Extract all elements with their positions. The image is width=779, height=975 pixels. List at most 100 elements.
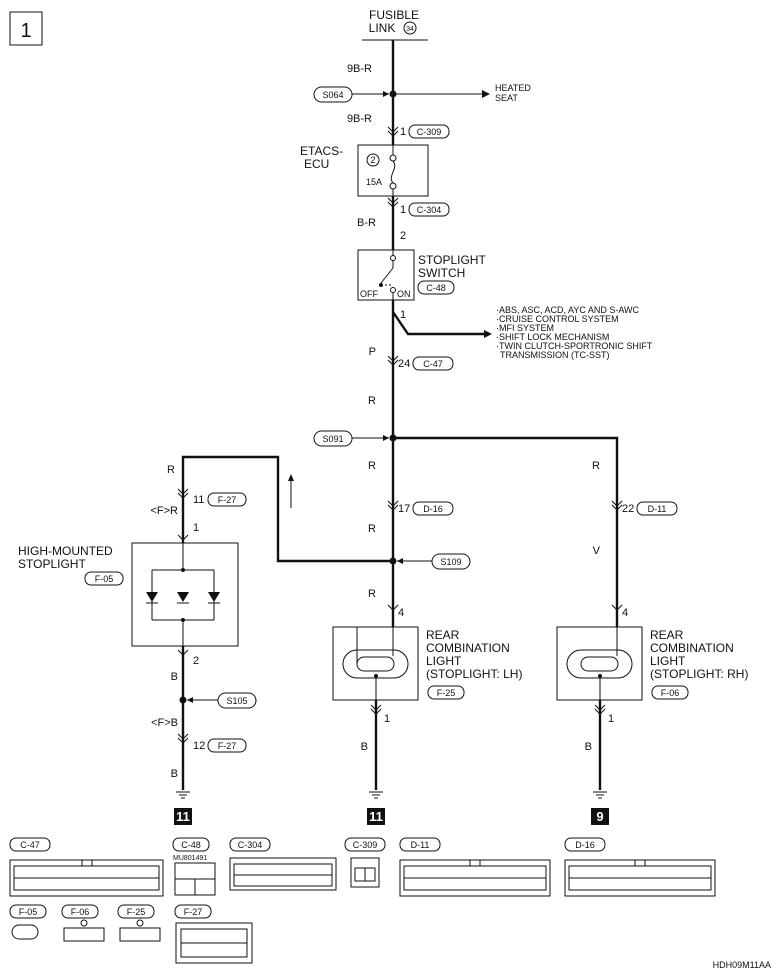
rear-rh-label-2: COMBINATION (650, 641, 734, 655)
stoplight-switch-label-2: SWITCH (418, 266, 465, 280)
connector-mark-lh (387, 604, 399, 611)
fusible-link-label: FUSIBLE (369, 8, 419, 22)
ground-tag-3 (591, 808, 609, 825)
fusible-link-number: 34 (406, 26, 414, 33)
hm-node-top (181, 568, 185, 572)
face-f25-body (119, 927, 161, 942)
face-c47-latch (81, 859, 93, 867)
rh-branch-wire (393, 436, 619, 627)
face-f25-label: F-25 (127, 907, 146, 917)
face-f05-tag (9, 904, 47, 919)
connector-mark-c304 (387, 197, 399, 208)
splice-s109-arrow (397, 558, 403, 564)
pin-d16: 17 (398, 503, 410, 515)
pin-hm-1: 1 (193, 522, 199, 534)
connector-f25-tag (427, 685, 465, 700)
connector-d11-tag (636, 501, 678, 516)
pin-c309: 1 (400, 126, 406, 138)
ground-label-2: 11 (369, 809, 383, 824)
connector-f27-label-2: F-27 (218, 741, 237, 751)
connector-mark-hm-bottom (177, 649, 189, 656)
stoplight-switch-label: STOPLIGHT (418, 253, 486, 267)
face-f05-body (11, 924, 39, 940)
wire-color-b-rh: B (585, 741, 592, 753)
face-d11-tag (399, 837, 441, 852)
wire-color-r-hm: R (167, 464, 175, 476)
connector-c309-tag (408, 124, 450, 139)
pin-f27-12: 12 (193, 740, 205, 752)
system-item-mfi: ·MFI SYSTEM (496, 323, 554, 333)
connector-c304-tag (408, 202, 450, 217)
wire-color-r-5: R (368, 588, 376, 600)
face-f05-label: F-05 (19, 907, 38, 917)
wire-color-p: P (369, 346, 376, 358)
ground-symbol-2 (369, 791, 383, 799)
connector-d11-label: D-11 (648, 504, 667, 514)
ground-tag-2 (367, 808, 385, 825)
switch-lever (380, 267, 394, 284)
face-f25-tag (117, 904, 155, 919)
rear-rh-label: REAR (650, 628, 684, 642)
led-2 (177, 592, 189, 604)
pin-lh-4: 4 (398, 607, 404, 619)
connector-c304-label: C-304 (417, 205, 442, 215)
connector-c48-label: C-48 (426, 283, 446, 293)
wire-color-b-hm: B (171, 671, 178, 683)
face-d16-label: D-16 (575, 840, 595, 850)
connector-c47-tag (412, 356, 454, 371)
ground-label-3: 9 (596, 809, 603, 824)
page-number: 1 (20, 20, 31, 42)
rear-rh-label-3: LIGHT (650, 654, 686, 668)
connector-mark-d11 (611, 500, 623, 511)
stoplight-switch-box (357, 249, 415, 301)
face-c309-tag (344, 837, 386, 852)
led-1 (146, 570, 158, 620)
face-c309-body (350, 857, 380, 888)
face-f06-body (63, 927, 105, 942)
high-mounted-label-2: STOPLIGHT (18, 557, 86, 571)
pin-hm-2: 2 (193, 655, 199, 667)
connector-d16-tag (412, 501, 454, 516)
figure-code: HDH09M11AA (713, 960, 771, 970)
splice-s064-label: S064 (322, 90, 343, 100)
systems-arrow (484, 330, 492, 338)
connector-f25-label: F-25 (437, 688, 456, 698)
face-c309-label: C-309 (353, 840, 378, 850)
splice-s105 (217, 692, 257, 709)
wire-color-fr: <F>R (150, 505, 178, 517)
led-3 (208, 570, 220, 620)
connector-c47-label: C-47 (423, 359, 443, 369)
fuse-element (390, 160, 396, 184)
ground-label-1: 11 (176, 809, 190, 824)
splice-s109 (431, 553, 471, 570)
part-number: MU801491 (173, 855, 207, 862)
high-mounted-label: HIGH-MOUNTED (18, 544, 113, 558)
face-c304-tag (229, 837, 271, 852)
splice-s105-label: S105 (226, 696, 247, 706)
wire-color-r-3: R (592, 460, 600, 472)
connector-d16-label: D-16 (423, 504, 443, 514)
face-c48-label: C-48 (181, 840, 201, 850)
wire-color-fb: <F>B (151, 717, 178, 729)
connector-mark-rh (611, 604, 623, 611)
face-f25-latch (136, 919, 144, 927)
rear-lh-label-4: (STOPLIGHT: LH) (426, 667, 522, 681)
connector-mark-c309 (387, 126, 399, 137)
face-d16-latch (634, 859, 646, 867)
pin-lh-1: 1 (384, 713, 390, 725)
system-item-cruise: ·CRUISE CONTROL SYSTEM (496, 314, 619, 324)
pin-rh-1: 1 (608, 713, 614, 725)
connector-f06-label: F-06 (661, 688, 680, 698)
connector-f05-label: F-05 (95, 574, 114, 584)
wire-color-v: V (593, 545, 601, 557)
high-mounted-feed-wire (181, 455, 393, 563)
face-f06-latch (80, 919, 88, 927)
face-c304-body (229, 857, 337, 891)
etacs-label-2: ECU (304, 157, 329, 171)
splice-point-s105 (179, 696, 187, 704)
pin-switch-1: 1 (400, 309, 406, 321)
etacs-fuse-num: 2 (370, 155, 375, 165)
connector-f27-label: F-27 (218, 495, 237, 505)
face-d11-latch (469, 859, 481, 867)
